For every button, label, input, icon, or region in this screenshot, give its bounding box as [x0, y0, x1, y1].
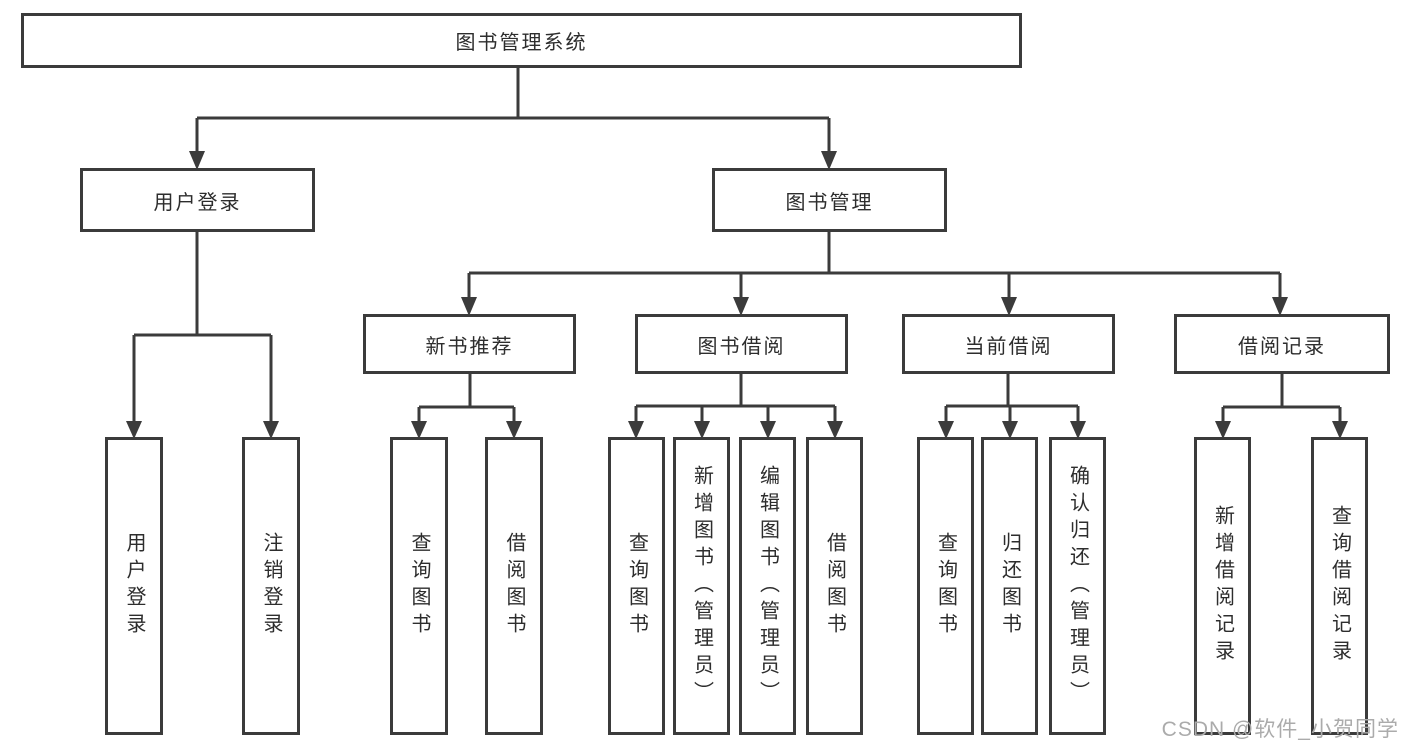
- leaf-current-confirm-return: 确认归还（管理员）: [1049, 437, 1106, 735]
- connector-root-to-level1: [195, 67, 831, 153]
- leaf-borrowing-edit: 编辑图书（管理员）: [739, 437, 796, 735]
- leaf-borrowing-borrow: 借阅图书: [806, 437, 863, 735]
- leaf-newbooks-query: 查询图书: [390, 437, 448, 735]
- node-user-login: 用户登录: [80, 168, 315, 232]
- node-new-book-recommend: 新书推荐: [363, 314, 576, 374]
- leaf-logout: 注销登录: [242, 437, 300, 735]
- connector-borrowing-to-leaves: [634, 373, 837, 423]
- node-root: 图书管理系统: [21, 13, 1022, 68]
- connector-newbooks-to-leaves: [417, 373, 516, 423]
- leaf-borrowing-add: 新增图书（管理员）: [673, 437, 730, 735]
- node-current-borrowing: 当前借阅: [902, 314, 1115, 374]
- node-borrowing-records: 借阅记录: [1174, 314, 1390, 374]
- connector-userlogin-to-leaves: [132, 231, 273, 423]
- leaf-records-add: 新增借阅记录: [1194, 437, 1251, 735]
- leaf-newbooks-borrow: 借阅图书: [485, 437, 543, 735]
- node-book-borrowing: 图书借阅: [635, 314, 848, 374]
- node-book-management: 图书管理: [712, 168, 947, 232]
- connector-bookmgmt-to-level2: [467, 231, 1282, 299]
- leaf-records-query: 查询借阅记录: [1311, 437, 1368, 735]
- connector-records-to-leaves: [1221, 373, 1342, 423]
- leaf-current-query: 查询图书: [917, 437, 974, 735]
- leaf-user-login: 用户登录: [105, 437, 163, 735]
- leaf-current-return: 归还图书: [981, 437, 1038, 735]
- connector-current-to-leaves: [944, 373, 1080, 423]
- leaf-borrowing-query: 查询图书: [608, 437, 665, 735]
- csdn-watermark: CSDN @软件_小贺同学: [1161, 718, 1399, 741]
